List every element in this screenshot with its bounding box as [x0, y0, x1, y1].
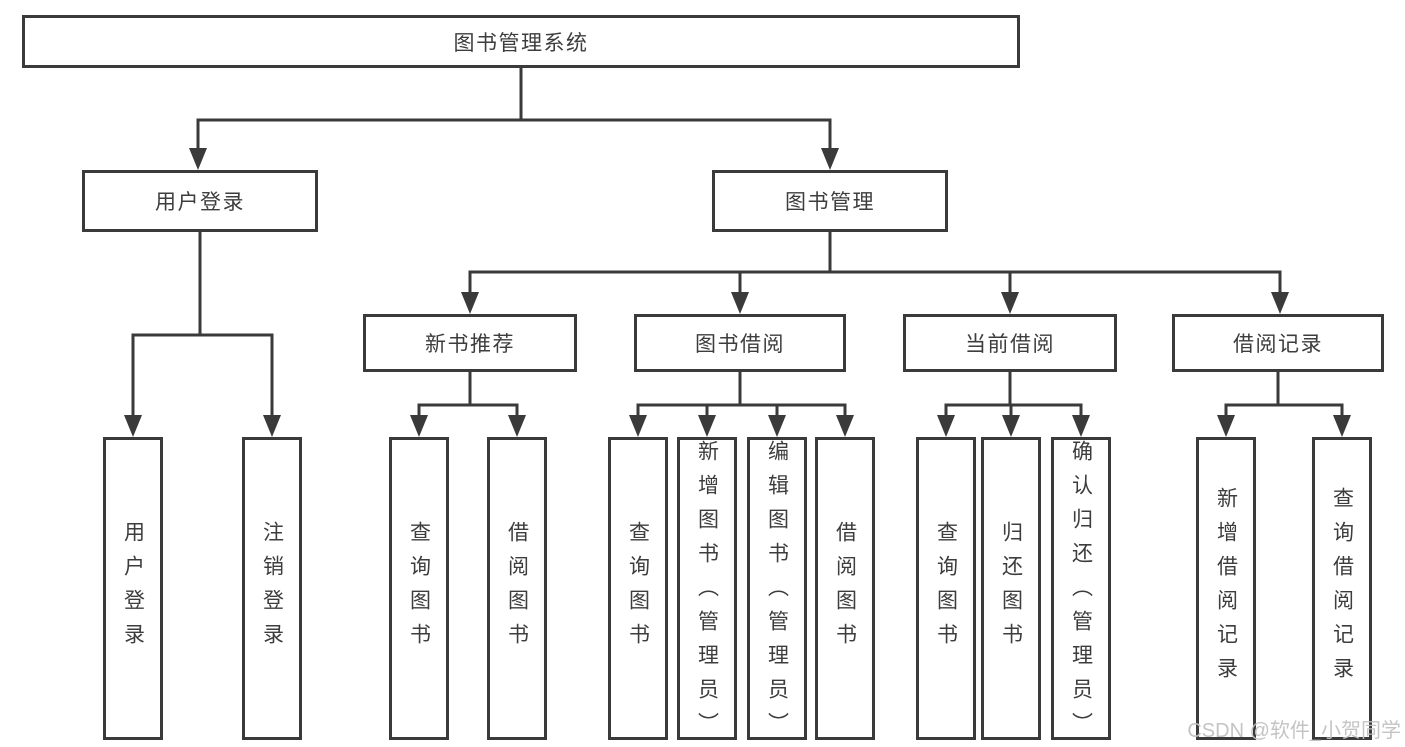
leaf-edit-books-admin-label: 编辑图书（管理员） — [765, 440, 789, 746]
node-root-label: 图书管理系统 — [453, 31, 589, 55]
arrowhead-icon — [836, 415, 854, 437]
leaf-query-books-current-label: 查询图书 — [934, 520, 958, 657]
leaf-user-login-label: 用户登录 — [121, 520, 145, 657]
leaf-borrow-books-recommend-label: 借阅图书 — [505, 520, 529, 657]
arrowhead-icon — [937, 415, 955, 437]
leaf-query-borrow-record-label: 查询借阅记录 — [1330, 486, 1354, 691]
node-new-book-recommend: 新书推荐 — [363, 314, 577, 372]
node-book-management: 图书管理 — [712, 170, 948, 232]
node-root: 图书管理系统 — [22, 15, 1020, 68]
arrowhead-icon — [1002, 415, 1020, 437]
arrowhead-icon — [508, 415, 526, 437]
leaf-logout-login: 注销登录 — [242, 437, 302, 740]
node-borrow-records-label: 借阅记录 — [1233, 333, 1323, 356]
arrowhead-icon — [768, 415, 786, 437]
leaf-logout-login-label: 注销登录 — [260, 520, 284, 657]
leaf-confirm-return-admin: 确认归还（管理员） — [1051, 437, 1111, 746]
arrowhead-icon — [410, 415, 428, 437]
leaf-borrow-books: 借阅图书 — [815, 437, 875, 740]
leaf-query-books-borrow: 查询图书 — [608, 437, 668, 740]
node-new-book-recommend-label: 新书推荐 — [425, 333, 515, 356]
arrowhead-icon — [698, 415, 716, 437]
node-book-management-label: 图书管理 — [785, 191, 875, 214]
node-user-login: 用户登录 — [82, 170, 318, 232]
arrowhead-icon — [821, 148, 839, 170]
leaf-confirm-return-admin-label: 确认归还（管理员） — [1069, 440, 1093, 746]
arrowhead-icon — [629, 415, 647, 437]
arrowhead-icon — [263, 415, 281, 437]
arrowhead-icon — [1072, 415, 1090, 437]
node-borrow-records: 借阅记录 — [1172, 314, 1384, 372]
arrowhead-icon — [1271, 292, 1289, 314]
arrowhead-icon — [1333, 415, 1351, 437]
arrowhead-icon — [461, 292, 479, 314]
leaf-add-books-admin-label: 新增图书（管理员） — [695, 440, 719, 746]
leaf-borrow-books-label: 借阅图书 — [833, 520, 857, 657]
leaf-add-borrow-record-label: 新增借阅记录 — [1214, 486, 1238, 691]
arrowhead-icon — [731, 292, 749, 314]
node-current-borrow-label: 当前借阅 — [965, 333, 1055, 356]
node-book-borrow-label: 图书借阅 — [695, 333, 785, 356]
leaf-query-borrow-record: 查询借阅记录 — [1312, 437, 1372, 740]
leaf-return-books-label: 归还图书 — [999, 520, 1023, 657]
arrowhead-icon — [124, 415, 142, 437]
leaf-user-login: 用户登录 — [103, 437, 163, 740]
arrowhead-icon — [1001, 292, 1019, 314]
node-user-login-label: 用户登录 — [155, 191, 245, 214]
leaf-borrow-books-recommend: 借阅图书 — [487, 437, 547, 740]
watermark: CSDN @软件_小贺同学 — [1187, 720, 1401, 742]
leaf-return-books: 归还图书 — [981, 437, 1041, 740]
node-book-borrow: 图书借阅 — [634, 314, 846, 372]
leaf-edit-books-admin: 编辑图书（管理员） — [747, 437, 807, 746]
leaf-query-books-recommend: 查询图书 — [389, 437, 449, 740]
arrowhead-icon — [189, 148, 207, 170]
leaf-query-books-current: 查询图书 — [916, 437, 976, 740]
leaf-query-books-borrow-label: 查询图书 — [626, 520, 650, 657]
leaf-add-books-admin: 新增图书（管理员） — [677, 437, 737, 746]
leaf-add-borrow-record: 新增借阅记录 — [1196, 437, 1256, 740]
leaf-query-books-recommend-label: 查询图书 — [407, 520, 431, 657]
node-current-borrow: 当前借阅 — [903, 314, 1117, 372]
arrowhead-icon — [1217, 415, 1235, 437]
